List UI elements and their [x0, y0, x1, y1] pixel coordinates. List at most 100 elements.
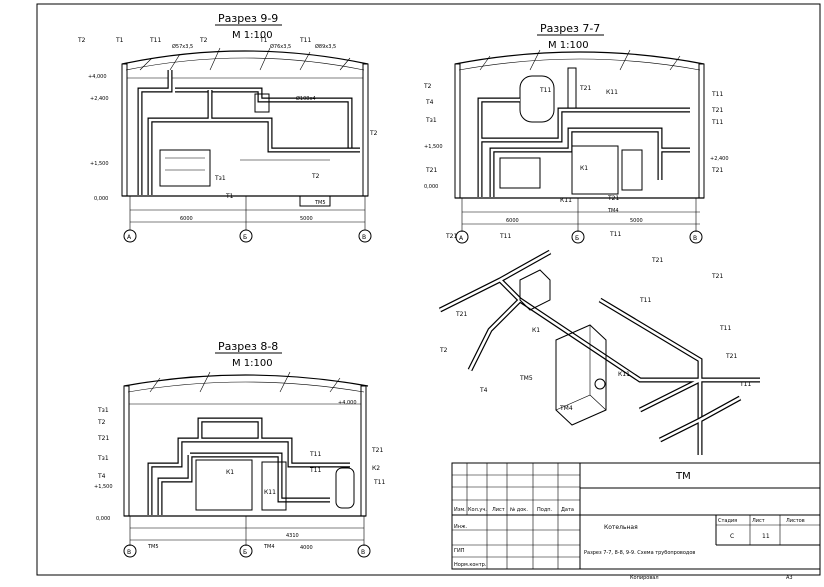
- drawing-label: Т11: [711, 119, 723, 126]
- drawing-label: ТМ4: [607, 208, 619, 214]
- drawing-label: +4,000: [338, 400, 357, 406]
- axis-bubble: [123, 229, 137, 243]
- drawing-label: 11: [762, 533, 770, 540]
- drawing-label: +1,500: [90, 161, 109, 167]
- drawing-label: Т1: [115, 37, 124, 44]
- drawing-label: В: [127, 549, 131, 556]
- wall-left: [123, 385, 130, 517]
- drawing-label: Т2: [369, 130, 378, 137]
- drawing-label: Ø108х4: [296, 95, 316, 102]
- axis-bubble: [455, 230, 469, 244]
- drawing-label: Лист: [752, 518, 765, 524]
- drawing-label: Изм.: [454, 507, 466, 513]
- wall-right: [698, 63, 705, 199]
- drawing-label: К11: [560, 197, 572, 204]
- drawing-label: Т11: [373, 479, 385, 486]
- drawing-label: +2,400: [710, 156, 729, 162]
- drawing-label: Т11: [719, 325, 731, 332]
- drawing-label: ТМ4: [559, 405, 573, 412]
- section-title: Разрез 8-8: [218, 340, 278, 353]
- wall-left: [121, 63, 128, 197]
- drawing-label: Тз1: [97, 407, 109, 414]
- section-title: Разрез 7-7: [540, 22, 600, 35]
- drawing-label: 4310: [286, 533, 299, 539]
- axis-bubble: [358, 229, 372, 243]
- drawing-label: К1: [532, 327, 540, 334]
- drawing-label: +1,500: [424, 144, 443, 150]
- drawing-label: Тз1: [425, 117, 437, 124]
- drawing-label: 0,000: [424, 184, 438, 190]
- drawing-label: +2,400: [90, 96, 109, 102]
- drain-pit: [299, 195, 331, 207]
- drawing-label: Ø57х3,5: [172, 43, 193, 50]
- pump-unit: [621, 149, 643, 191]
- stamp-code: ТМ: [675, 471, 691, 482]
- drawing-label: К1: [580, 165, 588, 172]
- drawing-label: А: [127, 234, 132, 241]
- drawing-label: Т21: [711, 273, 723, 280]
- drawing-label: ТМ5: [147, 544, 159, 550]
- tank: [335, 467, 355, 509]
- drawing-label: Т11: [711, 91, 723, 98]
- drawing-label: ТМ5: [314, 200, 326, 206]
- drawing-label: Т21: [711, 167, 723, 174]
- drawing-label: Кол.уч.: [468, 507, 487, 513]
- drawing-label: Т11: [609, 231, 621, 238]
- drawing-label: Т21: [425, 167, 437, 174]
- drawing-label: К11: [264, 489, 276, 496]
- axis-bubble: [357, 544, 371, 558]
- drawing-label: Т21: [579, 85, 591, 92]
- drawing-label: В: [362, 234, 366, 241]
- drawing-label: Подп.: [537, 507, 553, 513]
- axis-bubble: [239, 229, 253, 243]
- drawing-label: Т11: [499, 233, 511, 240]
- drawing-label: Тз1: [97, 455, 109, 462]
- axis-bubble: [123, 544, 137, 558]
- drawing-label: 0,000: [94, 196, 108, 202]
- drawing-label: Т11: [309, 467, 321, 474]
- drawing-label: Т1: [259, 37, 268, 44]
- drawing-label: Т11: [639, 297, 651, 304]
- drawing-label: 5000: [300, 216, 313, 222]
- drawing-label: 6000: [180, 216, 193, 222]
- drawing-label: В: [693, 235, 697, 242]
- drawing-label: Т21: [725, 353, 737, 360]
- stamp-building: Котельная: [604, 524, 638, 531]
- drawing-label: Т4: [479, 387, 488, 394]
- drawing-label: Т2: [199, 37, 208, 44]
- drawing-label: Т1: [225, 193, 234, 200]
- section-scale: М 1:100: [548, 40, 589, 51]
- boiler-unit: [571, 145, 619, 195]
- drawing-label: Т4: [425, 99, 434, 106]
- drawing-label: Т2: [439, 347, 448, 354]
- drawing-label: Т11: [299, 37, 311, 44]
- drawing-frame: [36, 3, 821, 576]
- section-scale: М 1:100: [232, 358, 273, 369]
- axis-bubble: [689, 230, 703, 244]
- tank: [254, 93, 270, 113]
- wall-right: [362, 63, 369, 197]
- drawing-label: Копировал: [630, 575, 659, 581]
- drawing-label: Лист: [492, 507, 505, 513]
- roof-arch: [454, 51, 705, 65]
- drawing-label: Т21: [651, 257, 663, 264]
- axis-bubble: [571, 230, 585, 244]
- drawing-label: Т21: [445, 233, 457, 240]
- stamp-sheet-title: Разрез 7-7, 8-8, 9-9. Схема трубопроводо…: [584, 550, 695, 556]
- drawing-label: Б: [243, 234, 247, 241]
- drawing-label: +1,500: [94, 484, 113, 490]
- drawing-label: Т2: [423, 83, 432, 90]
- drawing-label: Т11: [149, 37, 161, 44]
- drawing-label: В: [361, 549, 365, 556]
- drawing-label: Т21: [371, 447, 383, 454]
- drawing-label: Тз1: [214, 175, 226, 182]
- drawing-label: Т11: [539, 87, 551, 94]
- drawing-label: ТМ5: [519, 375, 533, 382]
- drawing-label: ТМ4: [263, 544, 275, 550]
- section-title: Разрез 9-9: [218, 12, 278, 25]
